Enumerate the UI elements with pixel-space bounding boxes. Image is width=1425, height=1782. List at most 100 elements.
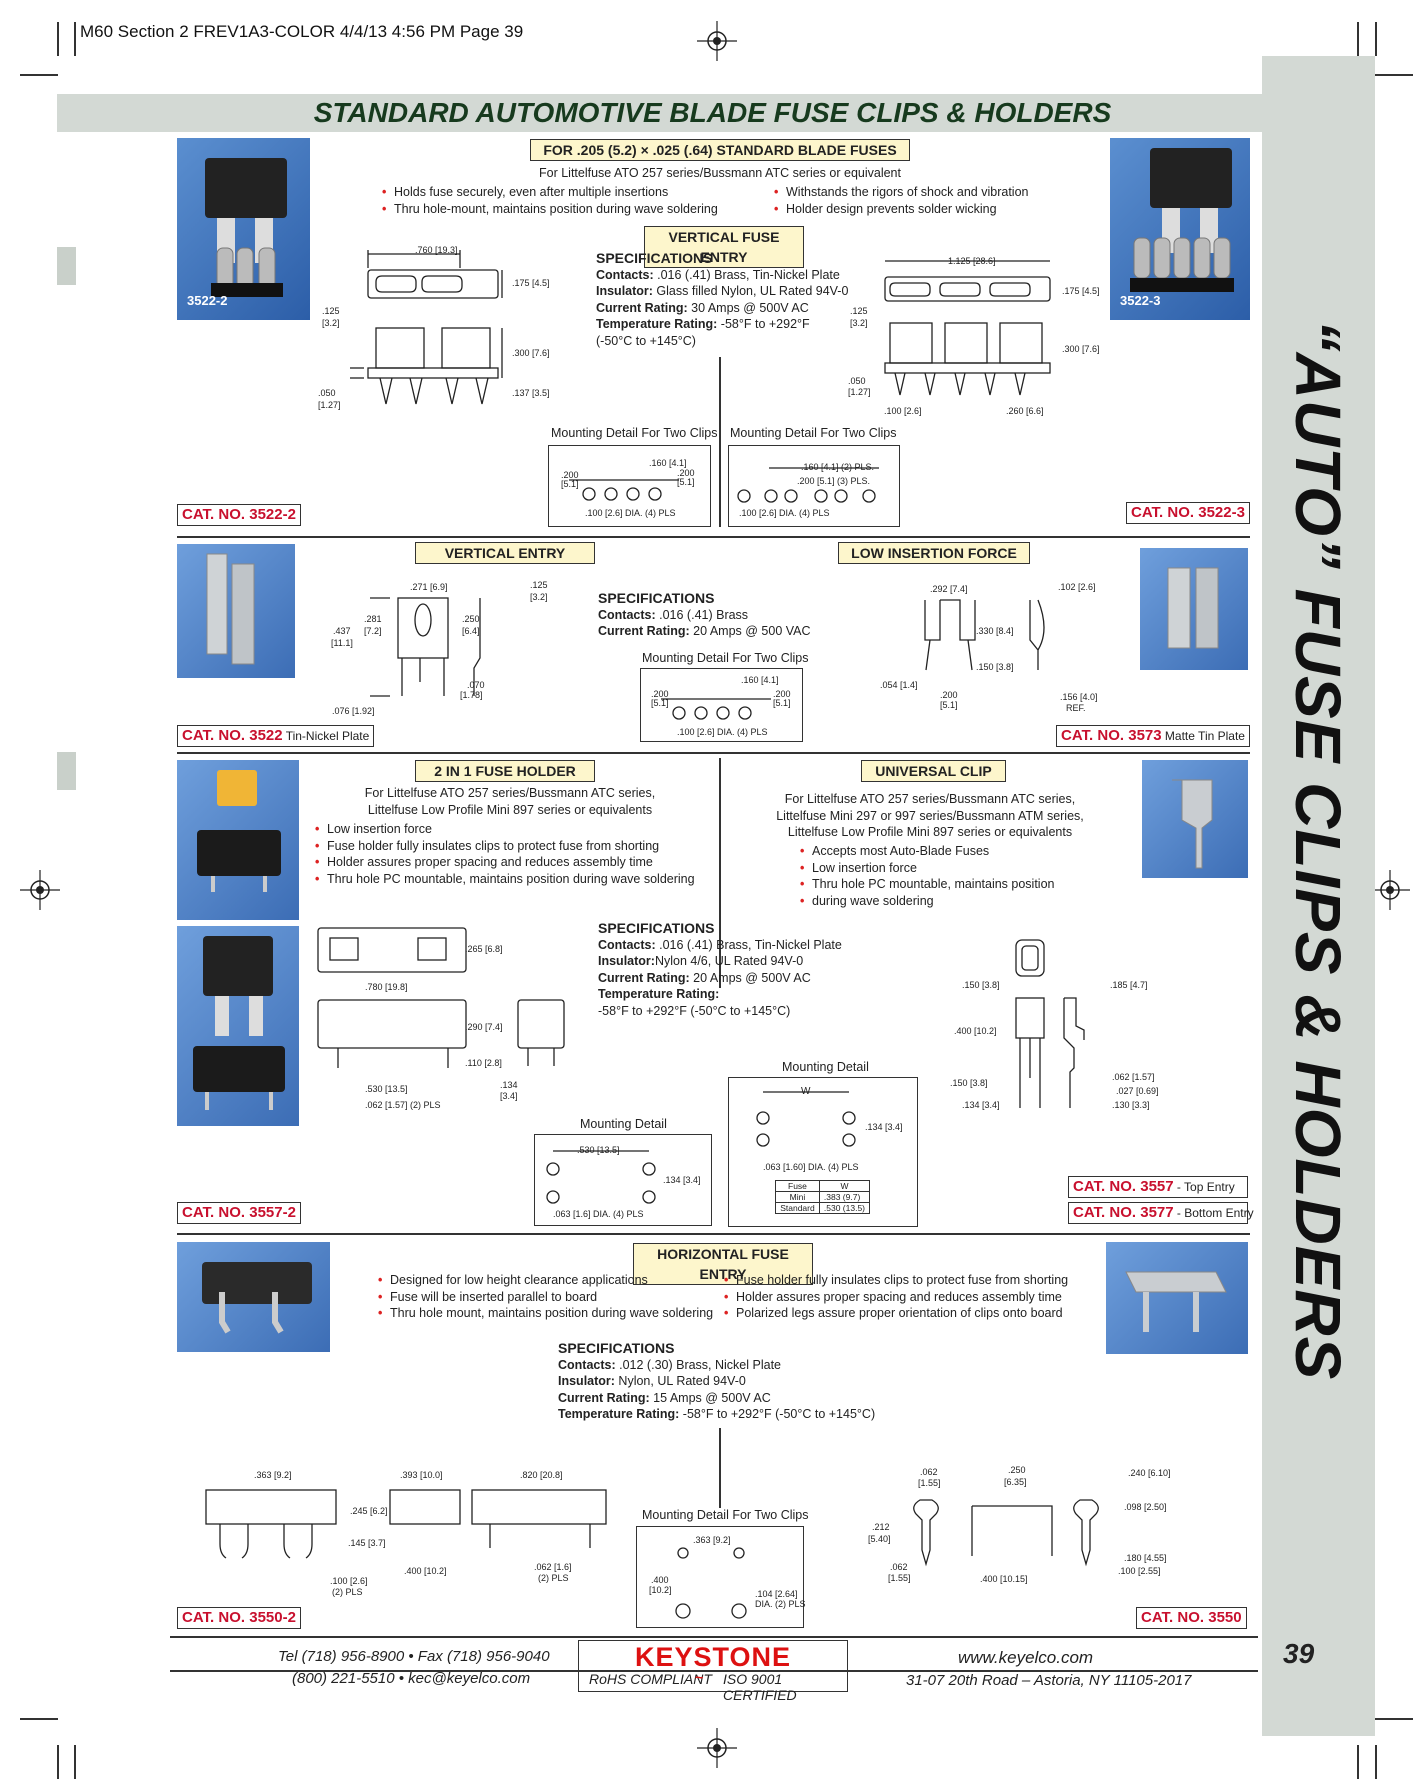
dimension-label: REF.: [1066, 703, 1086, 713]
dimension-label: .054 [1.4]: [880, 680, 918, 690]
mounting-hole-pattern: [546, 1150, 656, 1204]
dimension-label: [1.27]: [318, 400, 341, 410]
mounting-hole-pattern: [661, 698, 771, 720]
product-photo-3522: [177, 544, 295, 678]
dimension-label: [7.2]: [364, 626, 382, 636]
dimension-label: .062: [920, 1467, 938, 1477]
bullet-item: Thru hole PC mountable, maintains positi…: [800, 876, 1055, 893]
dimension-label: .104 [2.64]: [755, 1589, 798, 1599]
spec-heading: SPECIFICATIONS: [558, 1340, 675, 1356]
dimension-label: .137 [3.5]: [512, 388, 550, 398]
row3-specifications: SPECIFICATIONS Contacts: .016 (.41) Bras…: [598, 920, 842, 1019]
mounting-detail-label: Mounting Detail For Two Clips: [642, 651, 809, 665]
dimension-label: .125: [530, 580, 548, 590]
clip-image: [1125, 1271, 1227, 1332]
crop-mark: [57, 22, 59, 56]
dimension-label: [1.55]: [888, 1573, 911, 1583]
mounting-hole-pattern: [737, 467, 879, 503]
bullet-item: Holder design prevents solder wicking: [774, 201, 1028, 218]
dimension-label: .062 [1.57] (2) PLS: [365, 1100, 441, 1110]
dimension-label: .300 [7.6]: [512, 348, 550, 358]
crop-mark: [20, 1718, 58, 1720]
dimension-label: .100 [2.6] DIA. (4) PLS: [677, 727, 768, 737]
section-sidebar: [1262, 56, 1375, 1736]
dimension-label: .400 [10.2]: [404, 1566, 447, 1576]
dimension-label: .240 [6.10]: [1128, 1468, 1171, 1478]
row3-right-bullets: Accepts most Auto-Blade Fuses Low insert…: [800, 843, 1055, 909]
dimension-label: .400 [10.2]: [954, 1026, 997, 1036]
footer-website[interactable]: www.keyelco.com: [958, 1648, 1094, 1667]
page-number: 39: [1283, 1638, 1315, 1669]
drawing-3573: [924, 599, 1045, 671]
drawing-3522-3: [884, 260, 1051, 396]
dimension-label: .125: [322, 306, 340, 316]
spec-line: Insulator: Nylon, UL Rated 94V-0: [558, 1374, 746, 1388]
section-tab: [57, 752, 76, 790]
spec-line: Temperature Rating: -58°F to +292°F: [596, 317, 810, 331]
bullet-item: Thru hole-mount, maintains position duri…: [382, 201, 718, 218]
product-photo-universal-clip: [1142, 760, 1248, 878]
dimension-label: [6.35]: [1004, 1477, 1027, 1487]
title-bar: [57, 94, 1262, 132]
spec-line: Current Rating: 15 Amps @ 500V AC: [558, 1390, 771, 1405]
dimension-label: .245 [6.2]: [350, 1506, 388, 1516]
dimension-label: [3.2]: [530, 592, 548, 602]
section-divider: [177, 752, 1250, 754]
dimension-label: DIA. (2) PLS: [755, 1599, 806, 1609]
vertical-entry-label: VERTICAL ENTRY: [415, 542, 595, 564]
footer-phone-fax: Tel (718) 956-8900 • Fax (718) 956-9040: [278, 1648, 550, 1665]
bullet-item: Low insertion force: [800, 860, 1055, 877]
dimension-label: .102 [2.6]: [1058, 582, 1096, 592]
dimension-label: W: [801, 1086, 811, 1097]
spec-line: Current Rating: 20 Amps @ 500V AC: [598, 970, 811, 985]
product-photo-3550-2: [177, 1242, 330, 1352]
product-photo-3573: [1140, 548, 1248, 670]
bullet-continuation: during wave soldering: [800, 893, 1055, 910]
dimension-label: [10.2]: [649, 1585, 672, 1595]
crop-mark: [57, 1745, 59, 1779]
dimension-label: 1.125 [28.6]: [948, 256, 996, 266]
spec-line: Current Rating: 20 Amps @ 500 VAC: [598, 624, 811, 638]
dimension-label: .281: [364, 614, 382, 624]
mounting-detail-box: .363 [9.2] .400 [10.2] .104 [2.64] DIA. …: [636, 1526, 806, 1628]
row3-left-bullets: Low insertion force Fuse holder fully in…: [315, 821, 695, 887]
bullet-item: Designed for low height clearance applic…: [378, 1272, 713, 1289]
dimension-label: .200: [940, 690, 958, 700]
table-header: W: [818, 1180, 871, 1192]
dimension-label: .156 [4.0]: [1060, 692, 1098, 702]
clip-image: [1172, 779, 1213, 869]
crop-mark: [1375, 1718, 1413, 1720]
dimension-label: .200: [651, 689, 669, 699]
fuse-holder-image: [197, 770, 281, 892]
section-divider: [177, 1233, 1250, 1235]
bullet-item: Thru hole mount, maintains position duri…: [378, 1305, 713, 1322]
registration-mark-icon: [697, 21, 737, 61]
dimension-label: .062 [1.6]: [534, 1562, 572, 1572]
dimension-label: .027 [0.69]: [1116, 1086, 1159, 1096]
dimension-label: .063 [1.60] DIA. (4) PLS: [763, 1162, 859, 1172]
dimension-label: .076 [1.92]: [332, 706, 375, 716]
table-cell: Mini: [775, 1191, 820, 1203]
mounting-detail-box: .160 [4.1] .200 [5.1] .200 [5.1] .100 [2…: [548, 445, 711, 527]
spec-line: Contacts: .016 (.41) Brass, Tin-Nickel P…: [596, 267, 840, 282]
bullet-item: Fuse will be inserted parallel to board: [378, 1289, 713, 1306]
crop-mark: [74, 22, 76, 56]
dimension-label: .363 [9.2]: [693, 1535, 731, 1545]
drawing-3557-2: [317, 927, 565, 1068]
cat-no-3577: CAT. NO. 3577 - Bottom Entry: [1068, 1202, 1254, 1224]
photo-caption: 3522-3: [1120, 293, 1161, 308]
dimension-label: .292 [7.4]: [930, 584, 968, 594]
dimension-label: .134 [3.4]: [663, 1175, 701, 1185]
clip-image: [1167, 567, 1219, 649]
dimension-label: .050: [848, 376, 866, 386]
row2-specifications: SPECIFICATIONS Contacts: .016 (.41) Bras…: [598, 590, 811, 640]
drawing-3557: [1015, 939, 1085, 1108]
mounting-detail-box: W .134 [3.4] .063 [1.60] DIA. (4) PLS Fu…: [728, 1077, 918, 1227]
section-divider: [177, 536, 1250, 538]
cat-no-3522-2: CAT. NO. 3522-2: [177, 504, 301, 526]
dimension-label: .160 [4.1]: [649, 458, 687, 468]
cat-no-3522-3: CAT. NO. 3522-3: [1126, 502, 1250, 524]
fuse-clip-image: [205, 158, 287, 297]
dimension-label: .185 [4.7]: [1110, 980, 1148, 990]
bullet-item: Holds fuse securely, even after multiple…: [382, 184, 718, 201]
